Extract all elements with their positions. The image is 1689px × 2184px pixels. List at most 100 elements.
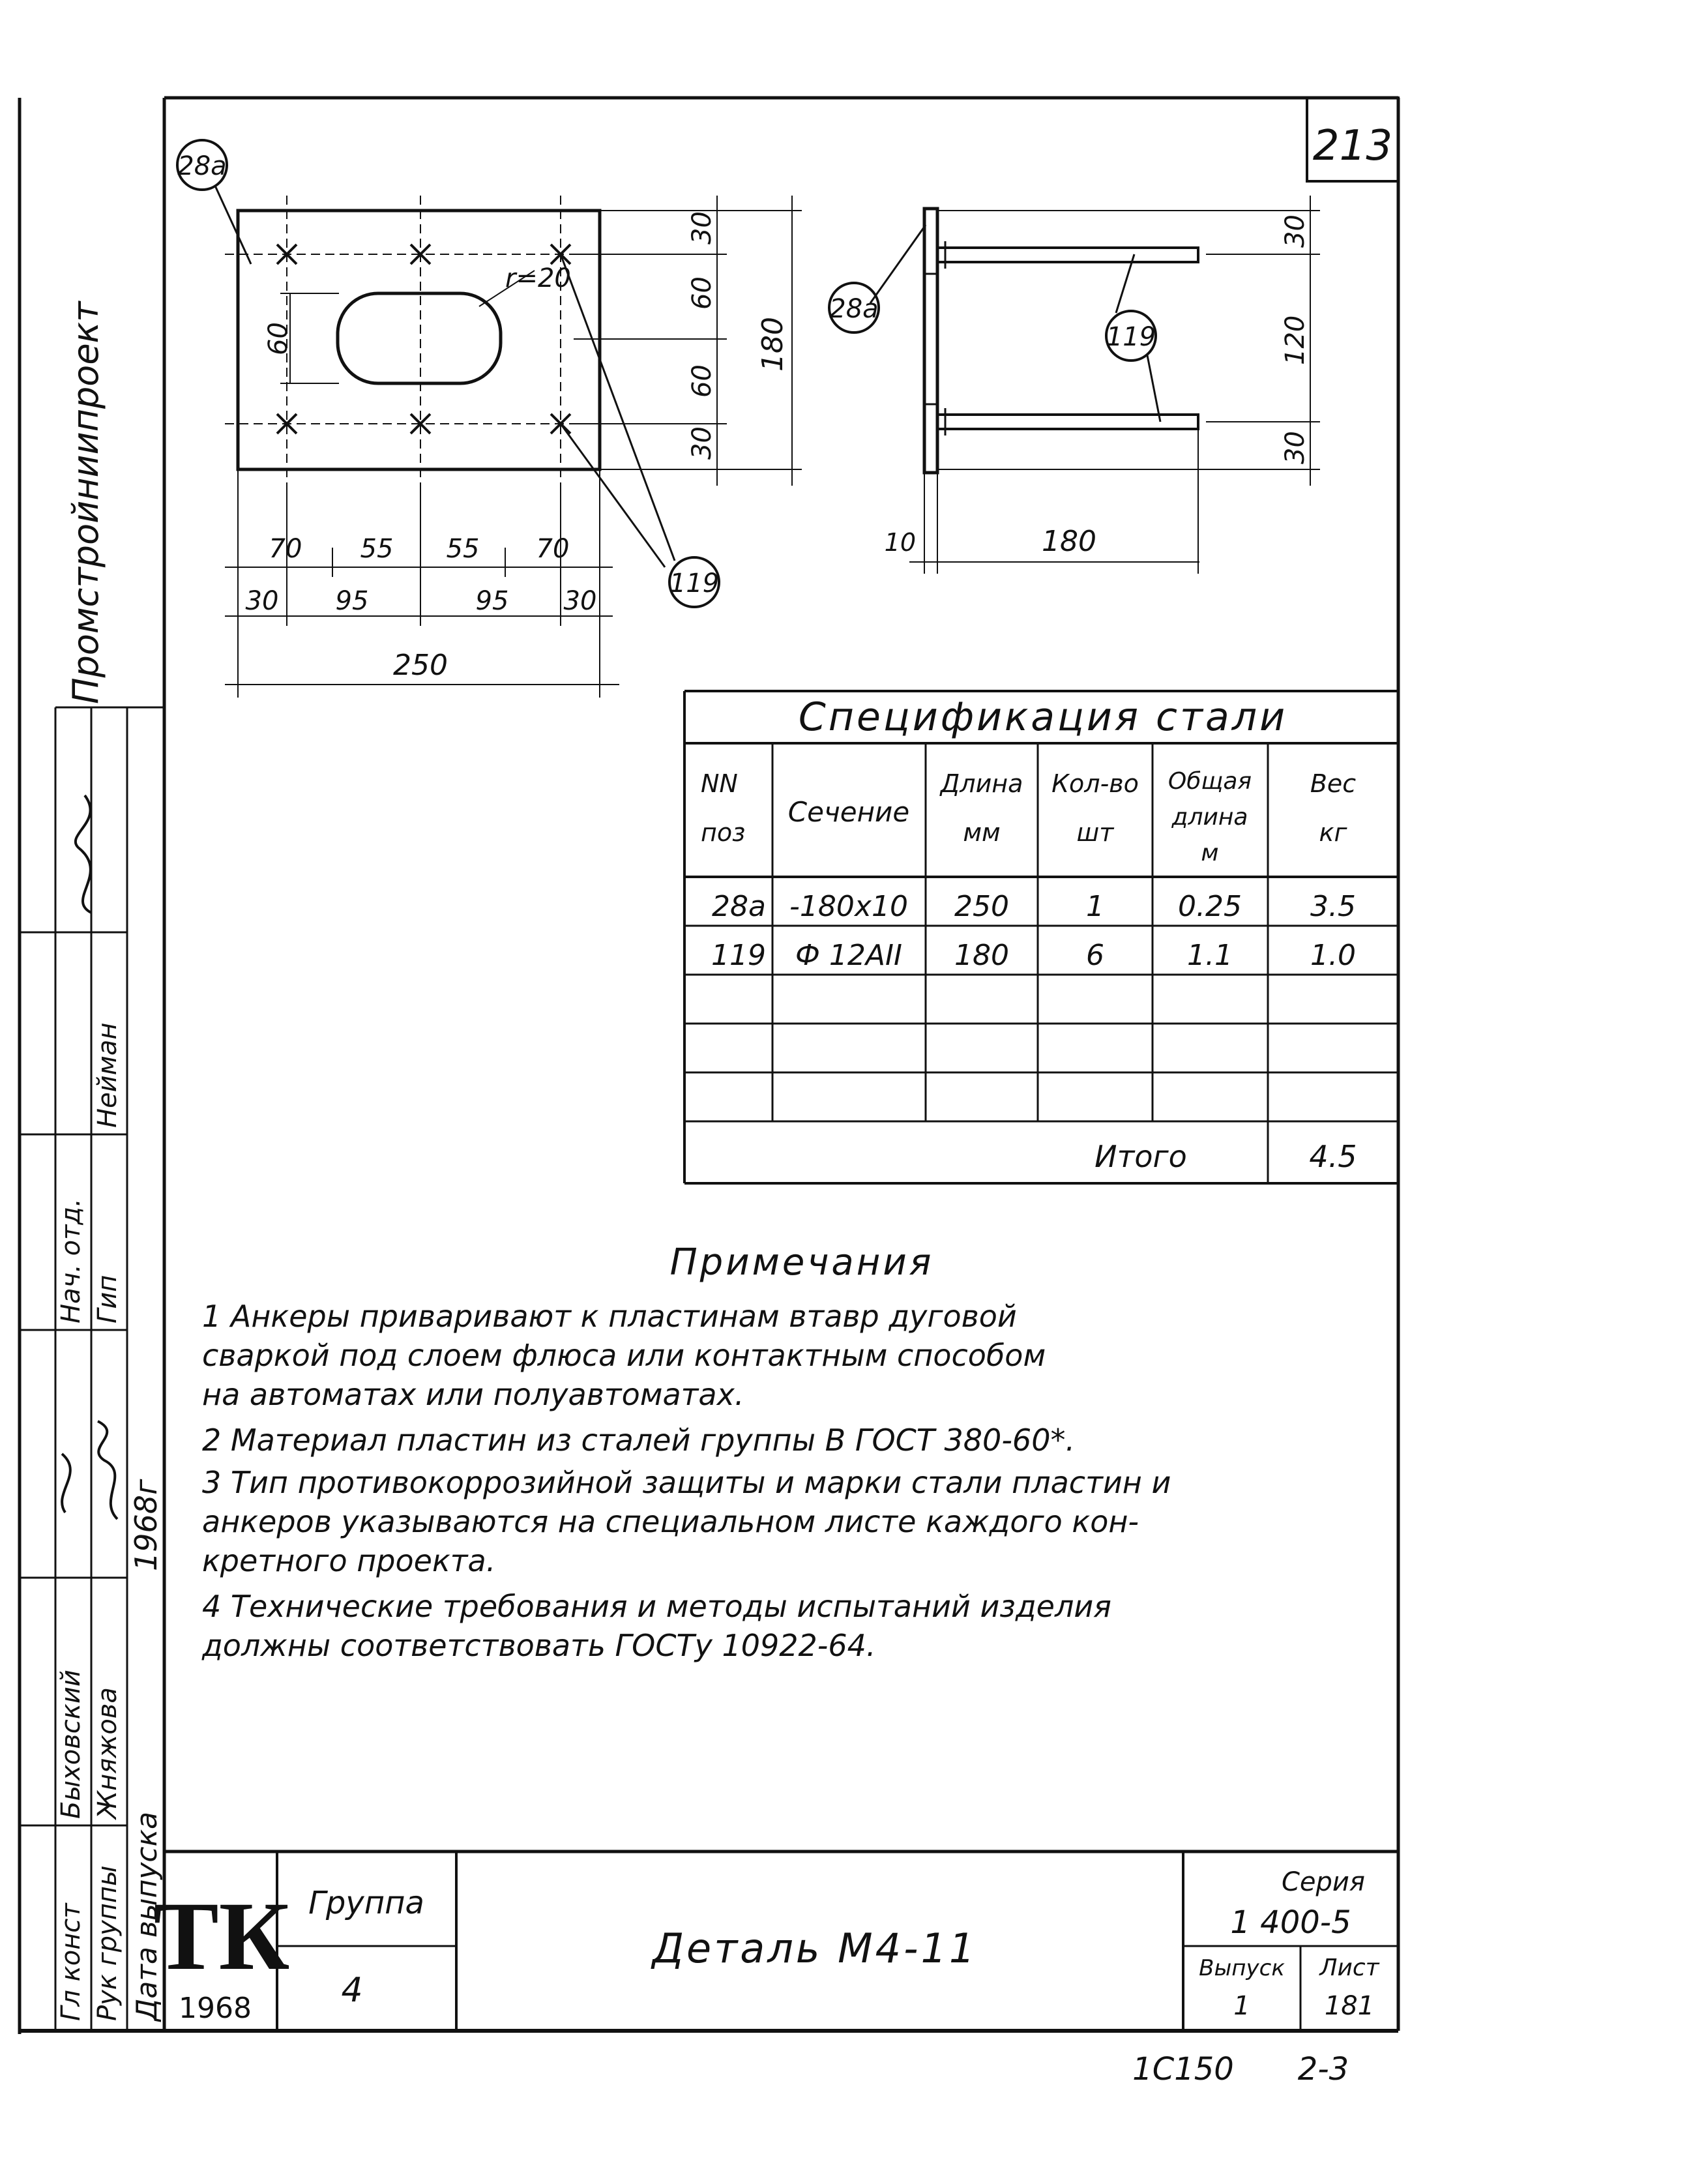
plate-dim-bottom1-1: 55 bbox=[360, 534, 394, 564]
spec-header-length-1: Длина bbox=[939, 769, 1023, 798]
left-signature-block bbox=[20, 706, 164, 2031]
plate-dim-right-0: 30 bbox=[687, 211, 717, 244]
spec-header-total-3: м bbox=[1201, 840, 1218, 866]
sheet-label: Лист bbox=[1318, 1955, 1379, 1981]
role-2: Гип bbox=[93, 1275, 123, 1323]
spec-header-length-2: мм bbox=[963, 818, 1000, 847]
name-3: Нейман bbox=[93, 1022, 123, 1128]
sheet-value: 181 bbox=[1325, 1991, 1374, 2021]
spec-total-value: 4.5 bbox=[1309, 1139, 1357, 1174]
plate-dim-bottom1-3: 70 bbox=[536, 534, 570, 564]
plate-total-height: 180 bbox=[756, 317, 789, 372]
plate-dim-bottom2-0: 30 bbox=[246, 586, 279, 616]
spec-header-qty-2: шт bbox=[1077, 818, 1115, 847]
plate-dim-bottom1-0: 70 bbox=[269, 534, 302, 564]
spec-row2-section: Ф 12АII bbox=[795, 939, 902, 972]
stamp-logo: ТК bbox=[154, 1882, 290, 1990]
spec-row1-total: 0.25 bbox=[1178, 890, 1242, 923]
spec-header-total-2: длина bbox=[1171, 804, 1248, 831]
note-line-2: на автоматах или полуавтоматах. bbox=[202, 1377, 744, 1412]
role-1: Гл конст bbox=[56, 1902, 86, 2021]
corner-number: 213 bbox=[1313, 122, 1392, 170]
note-line-0: 1 Анкеры приваривают к пластинам втавр д… bbox=[202, 1299, 1017, 1334]
plate-dim-bottom2-2: 95 bbox=[476, 586, 509, 616]
side-plate-bubble bbox=[828, 282, 880, 334]
name-1: Быховский bbox=[56, 1670, 86, 1819]
plate-dim-right-1: 60 bbox=[687, 276, 717, 310]
title-block bbox=[164, 1850, 1398, 2031]
plate-dim-bottom1-2: 55 bbox=[447, 534, 480, 564]
group-label: Группа bbox=[308, 1885, 424, 1921]
spec-header-pos-2: поз bbox=[701, 818, 745, 847]
organization-label: Промстройниипроект bbox=[65, 301, 106, 704]
spec-row2-length: 180 bbox=[954, 939, 1009, 972]
plate-outline bbox=[236, 209, 602, 471]
notes-title: Примечания bbox=[670, 1241, 934, 1284]
spec-row1-qty: 1 bbox=[1086, 890, 1104, 923]
series-value: 1 400-5 bbox=[1230, 1904, 1351, 1941]
spec-header-weight-1: Вес bbox=[1310, 769, 1356, 798]
spec-total-label: Итого bbox=[1094, 1139, 1187, 1174]
spec-header-weight-2: кг bbox=[1319, 818, 1348, 847]
note-line-3: 2 Материал пластин из сталей группы В ГО… bbox=[202, 1423, 1075, 1458]
plate-front-view bbox=[214, 185, 802, 698]
plate-slot bbox=[336, 291, 503, 385]
side-plate bbox=[922, 207, 939, 475]
radius-label: r=20 bbox=[505, 263, 571, 293]
side-dim-right-1: 120 bbox=[1280, 316, 1310, 365]
spec-row1-weight: 3.5 bbox=[1310, 890, 1356, 923]
spec-title: Спецификация стали bbox=[799, 694, 1287, 740]
name-0: Жняжова bbox=[93, 1687, 123, 1821]
release-label: Дата выпуска bbox=[130, 1812, 164, 2022]
plate-dim-bottom2-1: 95 bbox=[336, 586, 369, 616]
spec-row2-weight: 1.0 bbox=[1310, 939, 1356, 972]
issue-label: Выпуск bbox=[1199, 1955, 1285, 1981]
spec-header-pos-1: NN bbox=[701, 769, 738, 798]
sheet-frame bbox=[18, 96, 1400, 2034]
spec-table bbox=[683, 690, 1398, 1185]
side-anchor-mark: 119 bbox=[1106, 322, 1156, 352]
slot-height-label: 60 bbox=[263, 322, 293, 355]
plate-dim-bottom2-3: 30 bbox=[564, 586, 597, 616]
side-length: 180 bbox=[1042, 525, 1096, 558]
side-thickness: 10 bbox=[885, 528, 916, 557]
plate-dim-right-2: 60 bbox=[687, 364, 717, 398]
role-3: Нач. отд. bbox=[56, 1198, 86, 1323]
series-label: Серия bbox=[1282, 1867, 1365, 1897]
note-line-8: должны соответствовать ГОСТу 10922-64. bbox=[201, 1628, 876, 1663]
spec-header-section: Сечение bbox=[788, 796, 909, 828]
plate-mark: 28а bbox=[177, 151, 226, 181]
release-year: 1968г bbox=[128, 1479, 164, 1571]
spec-row2-qty: 6 bbox=[1086, 939, 1104, 972]
side-view bbox=[869, 196, 1320, 574]
plate-dim-right-3: 30 bbox=[687, 426, 717, 460]
note-line-6: кретного проекта. bbox=[202, 1543, 495, 1578]
plate-anchor-bubble bbox=[668, 556, 720, 608]
role-0: Рук группы bbox=[93, 1865, 123, 2021]
side-dim-right-2: 30 bbox=[1280, 431, 1310, 464]
notes-block: Примечания 1 Анкеры приваривают к пласти… bbox=[201, 1241, 1171, 1663]
plate-anchor-mark: 119 bbox=[669, 568, 719, 598]
spec-row2-total: 1.1 bbox=[1187, 939, 1233, 972]
side-dim-right-0: 30 bbox=[1280, 214, 1310, 248]
side-anchor-bubble bbox=[1105, 310, 1157, 362]
spec-row1-section: -180х10 bbox=[789, 890, 908, 923]
issue-value: 1 bbox=[1233, 1991, 1250, 2021]
note-line-7: 4 Технические требования и методы испыта… bbox=[202, 1589, 1111, 1624]
drawing-title: Деталь М4-11 bbox=[651, 1925, 978, 1972]
spec-row1-pos: 28а bbox=[712, 890, 766, 923]
spec-header-total-1: Общая bbox=[1168, 768, 1252, 795]
group-value: 4 bbox=[341, 1971, 362, 2010]
note-line-5: анкеров указываются на специальном листе… bbox=[202, 1504, 1139, 1539]
spec-row2-pos: 119 bbox=[711, 939, 766, 972]
side-anchor-bottom bbox=[936, 413, 1199, 430]
plate-total-width: 250 bbox=[393, 649, 448, 682]
spec-header-qty-1: Кол-во bbox=[1051, 769, 1139, 798]
note-line-4: 3 Тип противокоррозийной защиты и марки … bbox=[202, 1465, 1171, 1500]
bottom-code: 1С150 bbox=[1132, 2051, 1234, 2088]
signature-mark bbox=[61, 794, 119, 1520]
spec-row1-length: 250 bbox=[954, 890, 1009, 923]
plate-mark-bubble bbox=[176, 139, 228, 191]
stamp-year: 1968 bbox=[179, 1992, 252, 2025]
